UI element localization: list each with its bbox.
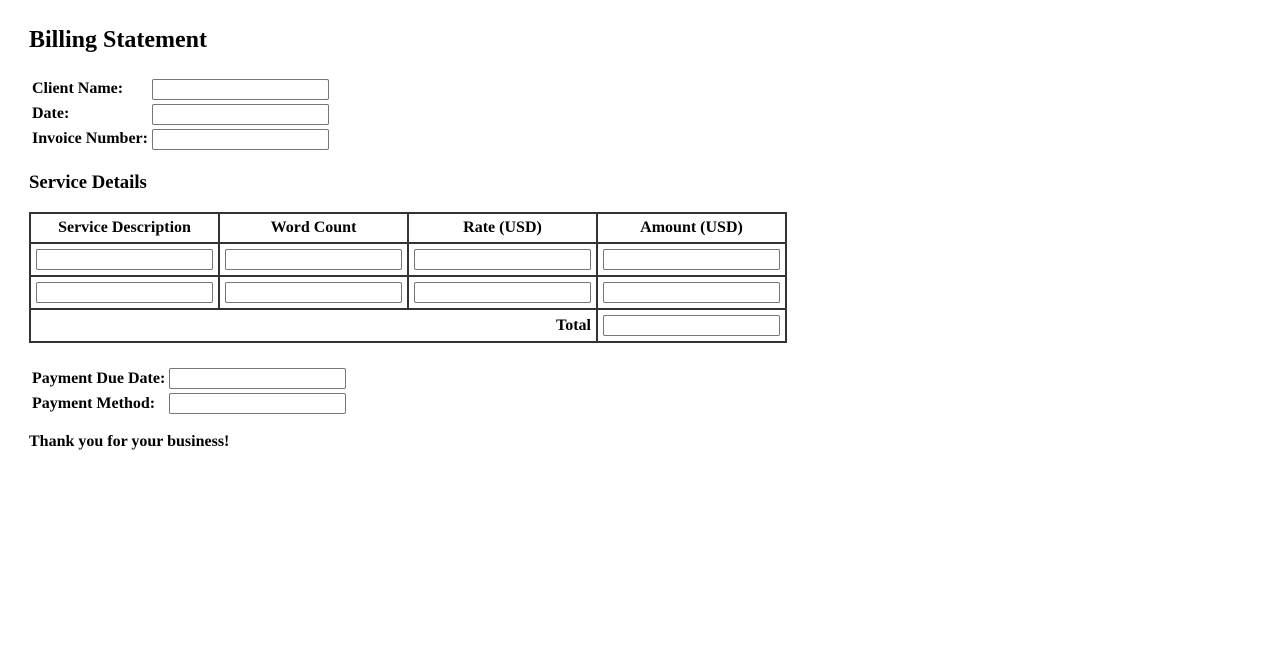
rate-input-2[interactable]: [414, 282, 591, 304]
col-header-service-description: Service Description: [29, 212, 220, 245]
total-label: Total: [29, 308, 598, 344]
service-details-heading: Service Details: [29, 171, 147, 193]
date-label: Date:: [32, 105, 70, 123]
amount-cell-1: [596, 242, 787, 278]
date-input[interactable]: [151, 103, 329, 125]
payment-method-label: Payment Method:: [32, 394, 156, 412]
col-header-word-count: Word Count: [218, 212, 409, 245]
payment-due-date-row: Payment Due Date:: [31, 367, 347, 390]
client-name-row: Client Name:: [31, 78, 330, 101]
page-title: Billing Statement: [29, 27, 207, 53]
footer-message: Thank you for your business!: [29, 433, 230, 451]
payment-due-date-field-cell: [168, 367, 347, 390]
payment-due-date-input[interactable]: [169, 368, 347, 390]
invoice-number-input[interactable]: [151, 128, 329, 150]
invoice-number-row: Invoice Number:: [31, 128, 330, 151]
col-header-rate: Rate (USD): [407, 212, 598, 245]
col-header-amount: Amount (USD): [596, 212, 787, 245]
service-table-header-row: Service Description Word Count Rate (USD…: [29, 212, 787, 245]
total-input[interactable]: [603, 315, 780, 337]
amount-input-2[interactable]: [603, 282, 780, 304]
rate-input-1[interactable]: [414, 249, 591, 271]
word-count-cell-2: [218, 275, 409, 311]
date-row: Date:: [31, 103, 330, 126]
payment-method-field-cell: [168, 392, 347, 415]
service-description-cell-2: [29, 275, 220, 311]
invoice-number-label: Invoice Number:: [32, 130, 148, 148]
service-description-input-1[interactable]: [36, 249, 213, 271]
date-field-cell: [151, 103, 330, 126]
word-count-input-1[interactable]: [225, 249, 402, 271]
total-row: Total: [29, 308, 787, 344]
word-count-input-2[interactable]: [225, 282, 402, 304]
client-name-field-cell: [151, 78, 330, 101]
total-cell: [596, 308, 787, 344]
amount-cell-2: [596, 275, 787, 311]
amount-input-1[interactable]: [603, 249, 780, 271]
service-row-2: [29, 275, 787, 311]
rate-cell-1: [407, 242, 598, 278]
service-details-table: Service Description Word Count Rate (USD…: [29, 212, 787, 344]
service-row-1: [29, 242, 787, 278]
payment-method-input[interactable]: [169, 393, 347, 415]
client-name-label: Client Name:: [32, 80, 124, 98]
service-description-cell-1: [29, 242, 220, 278]
payment-method-row: Payment Method:: [31, 392, 347, 415]
word-count-cell-1: [218, 242, 409, 278]
client-name-input[interactable]: [151, 78, 329, 100]
client-info-form: Client Name: Date: Invoice Number:: [29, 76, 332, 153]
payment-info-form: Payment Due Date: Payment Method:: [29, 365, 349, 417]
invoice-number-field-cell: [151, 128, 330, 151]
rate-cell-2: [407, 275, 598, 311]
service-description-input-2[interactable]: [36, 282, 213, 304]
payment-due-date-label: Payment Due Date:: [32, 369, 166, 387]
